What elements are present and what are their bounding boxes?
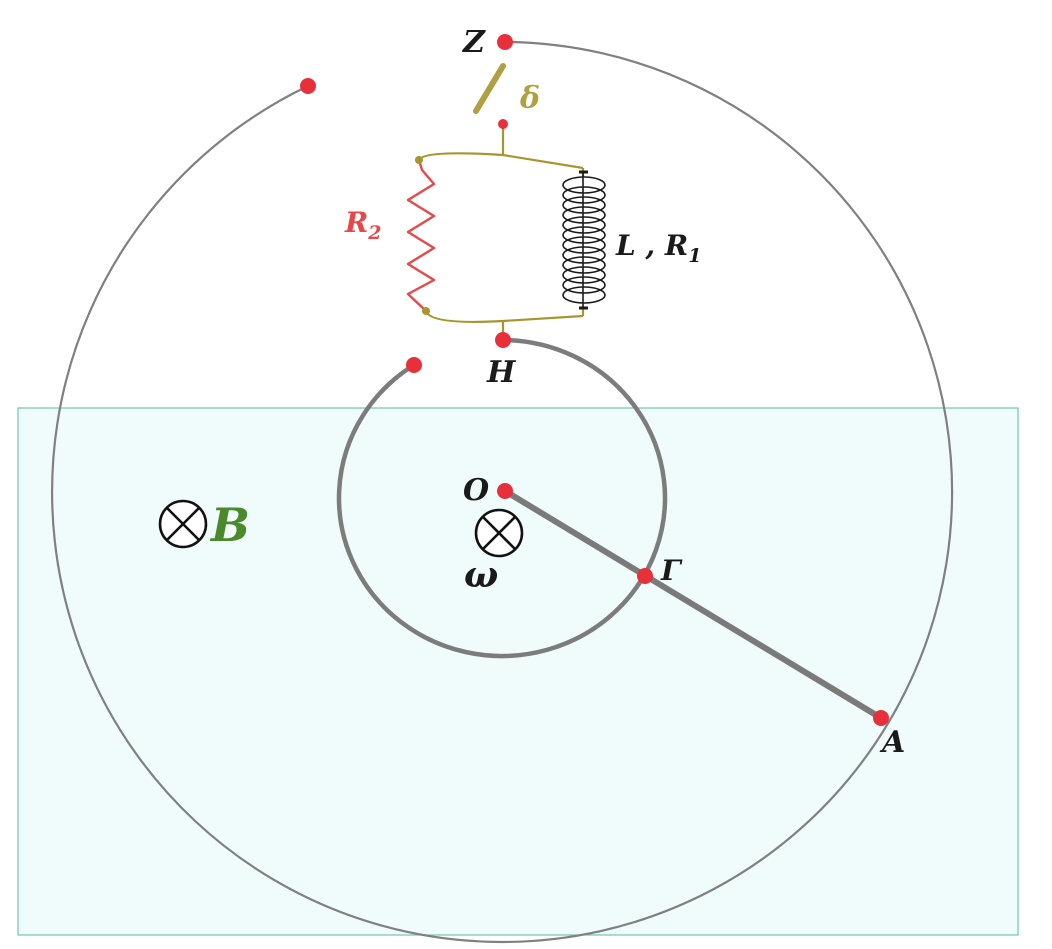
- node-outer-gap: [300, 78, 316, 94]
- resistor-terminal-bottom: [422, 307, 430, 315]
- node-A: [873, 710, 889, 726]
- label-O: O: [463, 473, 489, 508]
- circled-x-icon: [474, 508, 524, 558]
- label-H: H: [486, 355, 517, 390]
- node-Gamma: [637, 568, 653, 584]
- label-A: A: [879, 725, 905, 760]
- magnetic-field-region: [17, 407, 1019, 936]
- resistor-r2: [406, 159, 436, 312]
- circuit-wiring: [418, 124, 585, 340]
- label-omega: ω: [464, 554, 498, 596]
- node-O: [497, 483, 513, 499]
- label-Z: Z: [462, 25, 486, 60]
- inductor-coil: [562, 170, 606, 310]
- label-B: B: [209, 498, 250, 552]
- label-R2: R2: [344, 206, 382, 244]
- label-L-R1: L , R1: [615, 229, 701, 267]
- node-switch-contact: [498, 119, 508, 129]
- outer-rail-arc: [51, 40, 954, 944]
- node-Z: [497, 34, 513, 50]
- node-inner-gap: [406, 357, 422, 373]
- circled-x-icon: [158, 499, 208, 549]
- rotating-rod: [502, 488, 884, 721]
- node-H: [495, 332, 511, 348]
- label-Gamma: Γ: [660, 554, 683, 587]
- switch-delta: [473, 63, 506, 114]
- inner-rail-arc: [336, 337, 668, 659]
- resistor-terminal-top: [415, 156, 423, 164]
- label-delta: δ: [519, 81, 540, 116]
